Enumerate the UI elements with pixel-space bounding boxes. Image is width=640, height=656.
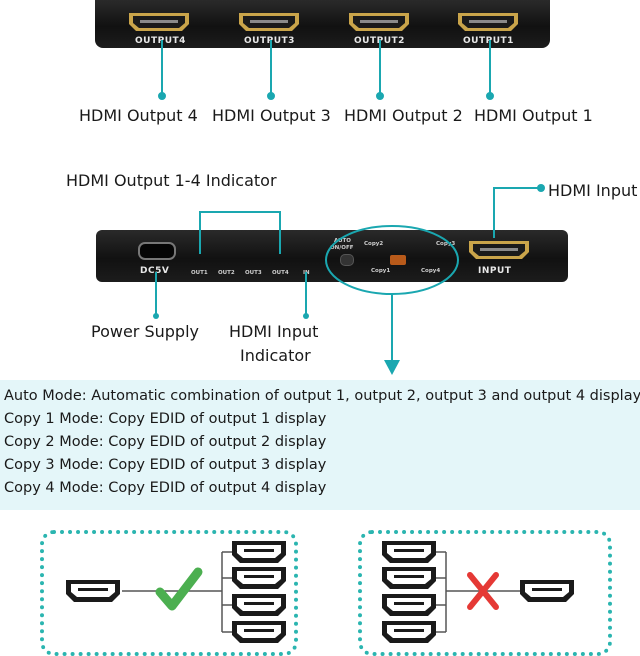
callout-hdmi-output-1: HDMI Output 1 xyxy=(474,106,593,125)
invalid-connection-box xyxy=(358,530,612,656)
callout-input-indicator-line1: HDMI Input xyxy=(229,322,319,341)
callout-input-indicator-line2: Indicator xyxy=(240,346,311,365)
right-output-hdmi-icon xyxy=(520,580,574,602)
dc5v-label: DC5V xyxy=(140,266,170,276)
copy-mode-switch[interactable] xyxy=(390,255,406,265)
callout-output-indicator: HDMI Output 1-4 Indicator xyxy=(66,171,277,190)
mode-copy-2: Copy 2 Mode: Copy EDID of output 2 displ… xyxy=(4,434,327,450)
mode-auto: Auto Mode: Automatic combination of outp… xyxy=(4,388,640,404)
connection-diagrams xyxy=(66,541,574,643)
left-output-hdmi-icon-3 xyxy=(232,594,286,616)
splitter-output-panel: OUTPUT4 OUTPUT3 OUTPUT2 OUTPUT1 xyxy=(95,0,550,48)
callout-hdmi-output-2: HDMI Output 2 xyxy=(344,106,463,125)
middle-callout-lines xyxy=(153,184,545,375)
mode-copy-4: Copy 4 Mode: Copy EDID of output 4 displ… xyxy=(4,480,327,496)
right-input-hdmi-icon-1 xyxy=(382,541,436,563)
auto-switch[interactable] xyxy=(340,254,354,266)
copy3-label: Copy3 xyxy=(436,241,456,247)
input-label: INPUT xyxy=(478,266,512,276)
left-input-hdmi-icon xyxy=(66,580,120,602)
left-output-hdmi-icon-2 xyxy=(232,567,286,589)
left-output-hdmi-icon-1 xyxy=(232,541,286,563)
right-input-hdmi-icon-4 xyxy=(382,621,436,643)
hdmi-output-1-port xyxy=(458,13,518,31)
valid-connection-box xyxy=(40,530,298,656)
port-label-output1: OUTPUT1 xyxy=(463,36,514,46)
hdmi-output-2-port xyxy=(349,13,409,31)
auto-onoff-label: ON/OFF xyxy=(330,245,354,251)
callout-hdmi-output-3: HDMI Output 3 xyxy=(212,106,331,125)
right-input-hdmi-icon-2 xyxy=(382,567,436,589)
auto-label: AUTO xyxy=(334,238,351,244)
mode-copy-3: Copy 3 Mode: Copy EDID of output 3 displ… xyxy=(4,457,327,473)
hdmi-output-4-port xyxy=(129,13,189,31)
port-label-output3: OUTPUT3 xyxy=(244,36,295,46)
hdmi-input-port xyxy=(469,241,529,259)
copy2-label: Copy2 xyxy=(364,241,384,247)
check-mark-icon xyxy=(155,567,203,611)
callout-hdmi-input: HDMI Input xyxy=(548,181,638,200)
led-label-out1: OUT1 xyxy=(191,270,208,276)
callout-hdmi-output-4: HDMI Output 4 xyxy=(79,106,198,125)
led-label-out4: OUT4 xyxy=(272,270,289,276)
port-label-output4: OUTPUT4 xyxy=(135,36,186,46)
callout-power-supply: Power Supply xyxy=(91,322,199,341)
mode-copy-1: Copy 1 Mode: Copy EDID of output 1 displ… xyxy=(4,411,327,427)
left-output-hdmi-icon-4 xyxy=(232,621,286,643)
copy1-label: Copy1 xyxy=(371,268,391,274)
led-label-out2: OUT2 xyxy=(218,270,235,276)
right-input-hdmi-icon-3 xyxy=(382,594,436,616)
cross-mark-icon xyxy=(467,572,499,610)
copy4-label: Copy4 xyxy=(421,268,441,274)
led-label-out3: OUT3 xyxy=(245,270,262,276)
modes-panel: Auto Mode: Automatic combination of outp… xyxy=(0,380,640,510)
top-callout-lines xyxy=(158,40,494,100)
hdmi-output-3-port xyxy=(239,13,299,31)
dc-power-jack xyxy=(138,242,176,260)
